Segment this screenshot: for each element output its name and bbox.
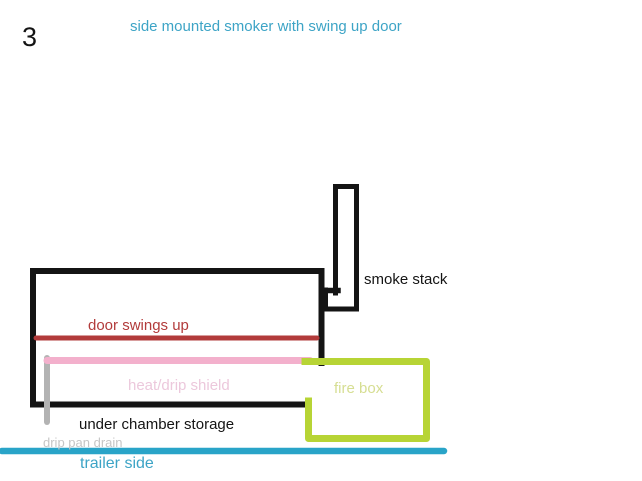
diagram-title: side mounted smoker with swing up door bbox=[130, 18, 402, 35]
drip-pan-drain-label: drip pan drain bbox=[43, 435, 123, 450]
heat-drip-shield-label: heat/drip shield bbox=[128, 377, 230, 394]
under-chamber-storage-label: under chamber storage bbox=[79, 416, 235, 433]
door-swings-up-label: door swings up bbox=[88, 317, 189, 334]
smoke-stack-outline bbox=[323, 184, 359, 312]
trailer-side-label: trailer side bbox=[80, 455, 154, 472]
page-number-label: 3 bbox=[22, 22, 38, 52]
smoke-stack-label: smoke stack bbox=[364, 271, 448, 288]
fire-box-outline bbox=[301, 358, 430, 442]
fire-box-label: fire box bbox=[334, 380, 384, 397]
smoke-chamber-outline bbox=[30, 268, 325, 408]
